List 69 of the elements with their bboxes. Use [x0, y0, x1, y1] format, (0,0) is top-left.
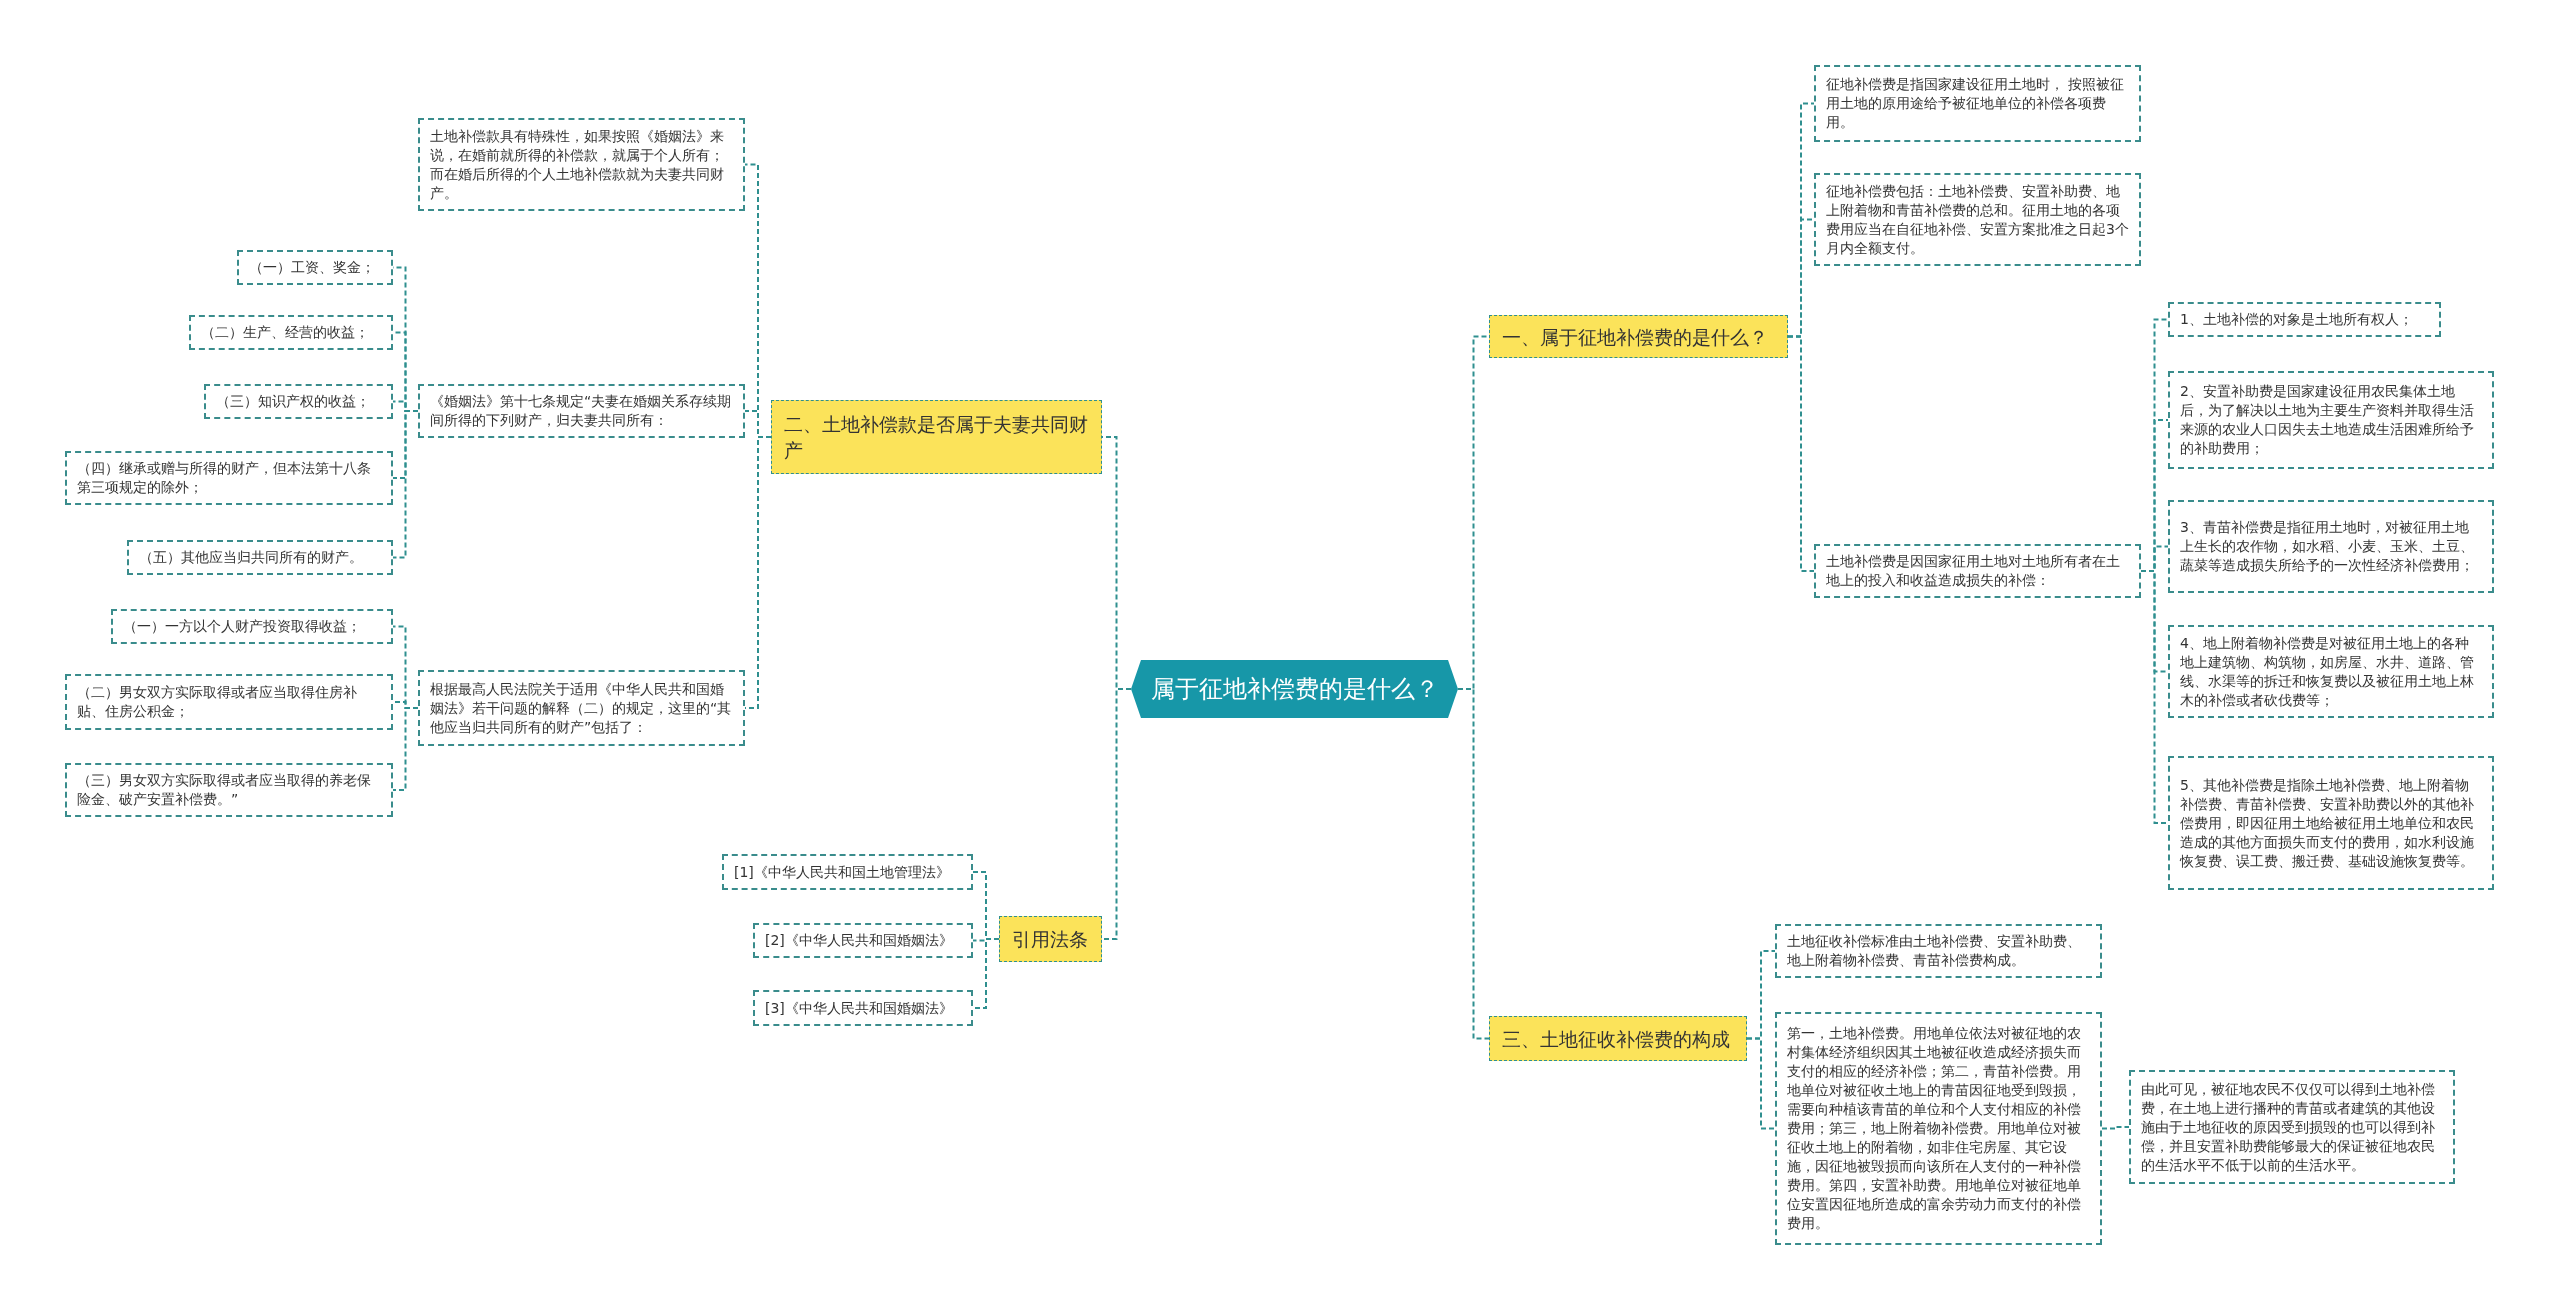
connector	[1101, 688, 1132, 940]
connector	[1787, 335, 1815, 572]
note-box	[2129, 1070, 2455, 1184]
topic-text: （五）其他应当归共同所有的财产。	[139, 548, 364, 567]
topic-text: 二、土地补偿款是否属于夫妻共同财产	[784, 412, 1089, 463]
note-box	[111, 609, 393, 644]
topic-text: 5、其他补偿费是指除土地补偿费、地上附着物补偿费、青苗补偿费、安置补助费以外的其他补偿费用，即因征用土地给被征用土地单位和农民造成的其他方面损失而支付的费用，如水利设施恢复费、误工费、搬迁费、基础设施恢复费等。	[2180, 775, 2475, 871]
note-box	[65, 763, 393, 817]
connector	[2140, 570, 2169, 824]
topic-text: 属于征地补偿费的是什么？	[1149, 674, 1440, 705]
topic-text: 1、土地补偿的对象是土地所有权人；	[2180, 310, 2414, 329]
topic-text: （四）继承或赠与所得的财产，但本法第十八条第三项规定的除外；	[77, 459, 372, 497]
topic-text: 由此可见，被征地农民不仅仅可以得到土地补偿费，在土地上进行播种的青苗或者建筑的其他设施由于土地征收的原因受到损毁的也可以得到补偿，并且安置补助费能够最大的保证被征地农民的生活水平不低于以前的生活水平。	[2141, 1079, 2436, 1175]
note-box	[418, 384, 745, 438]
note-box	[2168, 756, 2494, 890]
topic-text: 4、地上附着物补偿费是对被征用土地上的各种地上建筑物、构筑物，如房屋、水井、道路、管线、水渠等的拆迁和恢复费以及被征用土地上林木的补偿或者砍伐费等；	[2180, 633, 2475, 710]
topic-text: 一、属于征地补偿费的是什么？	[1502, 324, 1769, 350]
branch-topic	[999, 916, 1102, 962]
branch-topic	[771, 400, 1102, 474]
topic-text: 土地补偿费是因国家征用土地对土地所有者在土地上的投入和收益造成损失的补偿：	[1826, 552, 2121, 590]
note-box	[2168, 625, 2494, 718]
topic-text: 2、安置补助费是国家建设征用农民集体土地后，为了解决以土地为主要生产资料并取得生活来源的农业人口因失去土地造成生活困难所给予的补助费用；	[2180, 382, 2475, 458]
note-box	[418, 670, 745, 746]
connector	[1746, 1037, 1776, 1130]
topic-text: 征地补偿费包括：土地补偿费、安置补助费、地上附着物和青苗补偿费的总和。征用土地的各项费用应当在自征地补偿、安置方案批准之日起3个月内全额支付。	[1826, 181, 2129, 258]
note-box	[1775, 924, 2102, 978]
connector	[2101, 1126, 2130, 1130]
topic-text: （二）男女双方实际取得或者应当取得住房补贴、住房公积金；	[77, 683, 358, 721]
note-box	[418, 118, 745, 211]
note-box	[1814, 65, 2141, 142]
note-box	[753, 990, 973, 1026]
topic-text: 引用法条	[1012, 927, 1089, 952]
note-box	[204, 384, 393, 419]
topic-text: （三）知识产权的收益；	[216, 392, 371, 411]
topic-text: [3]《中华人民共和国婚姻法》	[765, 998, 954, 1018]
note-box	[65, 674, 393, 730]
branch-topic	[1489, 1016, 1747, 1061]
note-box	[2168, 371, 2494, 469]
connector	[392, 707, 419, 791]
topic-text: （一）一方以个人财产投资取得收益；	[123, 617, 362, 636]
topic-text: 3、青苗补偿费是指征用土地时，对被征用土地上生长的农作物，如水稻、小麦、玉米、土豆、蔬菜等造成损失所给予的一次性经济补偿费用；	[2180, 518, 2475, 575]
topic-text: 《婚姻法》第十七条规定“夫妻在婚姻关系存续期间所得的下列财产，归夫妻共同所有：	[430, 392, 733, 430]
topic-text: [2]《中华人民共和国婚姻法》	[765, 931, 954, 950]
note-box	[2168, 302, 2441, 337]
connector	[744, 436, 772, 709]
topic-text: （二）生产、经营的收益；	[201, 323, 370, 342]
topic-text: （一）工资、奖金；	[249, 258, 376, 277]
connector	[972, 938, 1000, 1009]
topic-text: 根据最高人民法院关于适用《中华人民共和国婚姻法》若干问题的解释（二）的规定，这里的“其他应当归共同所有的财产”包括了：	[430, 679, 733, 737]
note-box	[753, 923, 973, 958]
topic-text: （三）男女双方实际取得或者应当取得的养老保险金、破产安置补偿费。”	[77, 771, 372, 809]
note-box	[2168, 500, 2494, 593]
topic-text: 三、土地征收补偿费的构成	[1502, 1026, 1731, 1052]
topic-text: 征地补偿费是指国家建设征用土地时， 按照被征用土地的原用途给予被征地单位的补偿各项费用。	[1826, 75, 2126, 132]
topic-text: 土地补偿款具有特殊性，如果按照《婚姻法》来说，在婚前就所得的补偿款，就属于个人所有；而在婚后所得的个人土地补偿款就为夫妻共同财产。	[430, 126, 725, 203]
topic-text: 土地征收补偿标准由土地补偿费、安置补助费、地上附着物补偿费、青苗补偿费构成。	[1787, 932, 2082, 970]
root-topic	[1131, 660, 1458, 718]
connector	[392, 410, 419, 559]
branch-topic	[1489, 315, 1788, 358]
note-box	[65, 451, 393, 505]
note-box	[1814, 173, 2141, 266]
note-box	[1814, 544, 2141, 598]
note-box	[237, 250, 393, 285]
note-box	[1775, 1012, 2102, 1245]
note-box	[189, 315, 393, 350]
topic-text: 第一，土地补偿费。用地单位依法对被征地的农村集体经济组织因其土地被征收造成经济损失而支付的相应的经济补偿；第二，青苗补偿费。用地单位对被征收土地上的青苗因征地受到毁损，需要向种植该青苗的单位和个人支付相应的补偿费用；第三，地上附着物补偿费。用地单位对被征收土地上的附着物，如非住宅房屋、其它设施，因征地被毁损而向该所在人支付的一种补偿费用。第四，安置补助费。用地单位对被征地单位安置因征地所造成的富余劳动力而支付的补偿费用。	[1787, 1024, 2082, 1233]
note-box	[127, 540, 393, 575]
topic-text: [1]《中华人民共和国土地管理法》	[734, 862, 951, 882]
note-box	[722, 854, 973, 890]
